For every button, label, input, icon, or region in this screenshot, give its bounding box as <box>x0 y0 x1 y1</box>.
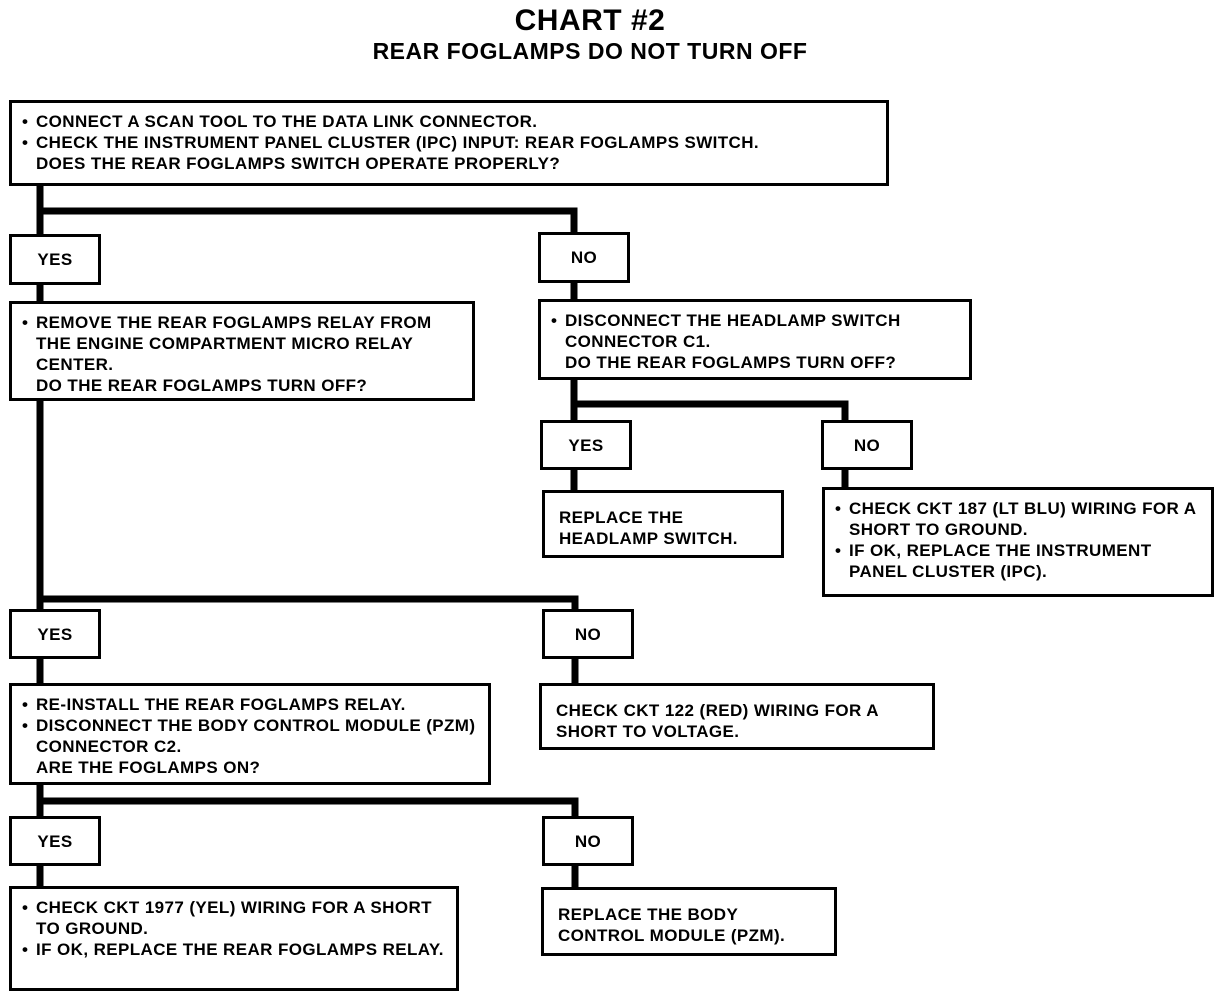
check-ckt187-bullet-2: IF OK, REPLACE THE INSTRUMENT PANEL CLUS… <box>835 540 1201 582</box>
no-label-3: NO <box>542 609 634 659</box>
no-label-2: NO <box>821 420 913 470</box>
step2-no-question: DO THE REAR FOGLAMPS TURN OFF? <box>565 353 897 372</box>
connector-step1 <box>36 180 578 238</box>
replace-bcm-box: REPLACE THE BODY CONTROL MODULE (PZM). <box>541 887 837 956</box>
connector-step2-no <box>570 374 849 425</box>
step1-bullet-2: CHECK THE INSTRUMENT PANEL CLUSTER (IPC)… <box>22 132 876 153</box>
check-ckt187-bullet-1: CHECK CKT 187 (LT BLU) WIRING FOR A SHOR… <box>835 498 1201 540</box>
connector-step3 <box>36 780 579 822</box>
check-ckt1977-bullet-2: IF OK, REPLACE THE REAR FOGLAMPS RELAY. <box>22 939 446 960</box>
chart-title: CHART #2 <box>514 4 666 37</box>
check-ckt1977-box: CHECK CKT 1977 (YEL) WIRING FOR A SHORT … <box>9 886 459 991</box>
step1-question: DOES THE REAR FOGLAMPS SWITCH OPERATE PR… <box>36 154 561 173</box>
yes-label-2: YES <box>540 420 632 470</box>
check-ckt122-box: CHECK CKT 122 (RED) WIRING FOR A SHORT T… <box>539 683 935 750</box>
step3-yes-bullet-2: DISCONNECT THE BODY CONTROL MODULE (PZM)… <box>22 715 478 757</box>
yes-label-1: YES <box>9 234 101 285</box>
chart-subtitle: REAR FOGLAMPS DO NOT TURN OFF <box>372 38 808 64</box>
step2-yes-box: REMOVE THE REAR FOGLAMPS RELAY FROM THE … <box>9 301 475 401</box>
step3-yes-bullet-1: RE-INSTALL THE REAR FOGLAMPS RELAY. <box>22 694 478 715</box>
yes-label-3: YES <box>9 609 101 659</box>
step1-box: CONNECT A SCAN TOOL TO THE DATA LINK CON… <box>9 100 889 186</box>
step2-no-bullet-1: DISCONNECT THE HEADLAMP SWITCH CONNECTOR… <box>551 310 959 352</box>
step1-bullet-1: CONNECT A SCAN TOOL TO THE DATA LINK CON… <box>22 111 876 132</box>
no-label-1: NO <box>538 232 630 283</box>
step3-yes-question: ARE THE FOGLAMPS ON? <box>36 758 261 777</box>
check-ckt187-box: CHECK CKT 187 (LT BLU) WIRING FOR A SHOR… <box>822 487 1214 597</box>
no-label-4: NO <box>542 816 634 866</box>
check-ckt1977-bullet-1: CHECK CKT 1977 (YEL) WIRING FOR A SHORT … <box>22 897 446 939</box>
step2-yes-question: DO THE REAR FOGLAMPS TURN OFF? <box>36 376 368 395</box>
step2-yes-bullet-1: REMOVE THE REAR FOGLAMPS RELAY FROM THE … <box>22 312 462 375</box>
yes-label-4: YES <box>9 816 101 866</box>
step2-no-box: DISCONNECT THE HEADLAMP SWITCH CONNECTOR… <box>538 299 972 380</box>
connector-step2-yes <box>36 396 579 615</box>
replace-headlamp-switch-box: REPLACE THE HEADLAMP SWITCH. <box>542 490 784 558</box>
step3-yes-box: RE-INSTALL THE REAR FOGLAMPS RELAY. DISC… <box>9 683 491 785</box>
